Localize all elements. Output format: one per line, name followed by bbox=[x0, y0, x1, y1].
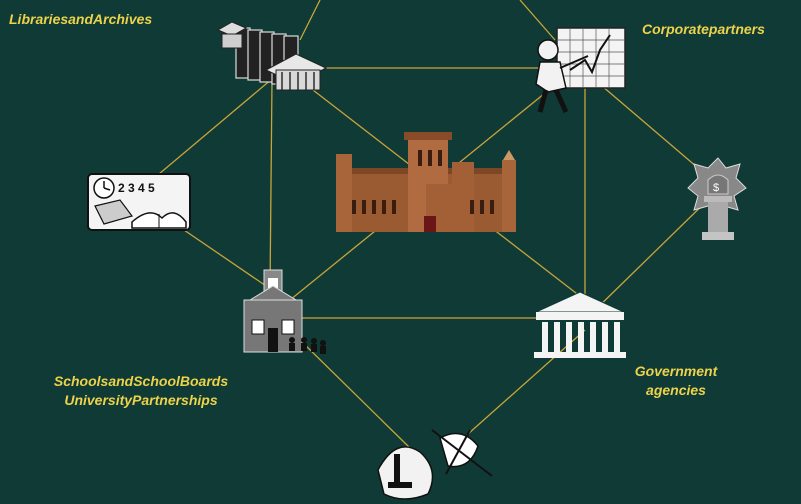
smithsonian-castle-icon bbox=[336, 132, 516, 232]
label-government-line2: agencies bbox=[646, 382, 706, 398]
connector-line bbox=[449, 329, 586, 451]
connector-line bbox=[519, 0, 556, 41]
connector-lines bbox=[139, 0, 719, 451]
svg-text:2 3 4 5: 2 3 4 5 bbox=[118, 181, 155, 195]
books-clock-numbers-icon: 2 3 4 5 bbox=[87, 173, 191, 231]
label-schools-line1: SchoolsandSchoolBoards bbox=[53, 373, 229, 389]
connector-line bbox=[299, 0, 321, 41]
label-corporate-partners: Corporatepartners bbox=[642, 21, 765, 37]
svg-text:$: $ bbox=[713, 182, 719, 194]
money-bag-column-icon: $ bbox=[687, 157, 747, 240]
label-government-line1: Government bbox=[634, 363, 718, 379]
connector-line bbox=[299, 339, 411, 449]
library-building-books-icon bbox=[216, 21, 328, 91]
connector-line bbox=[139, 67, 286, 191]
microscope-icon bbox=[377, 429, 493, 500]
schoolhouse-icon bbox=[243, 269, 326, 354]
label-schools: SchoolsandSchoolBoards UniversityPartner… bbox=[36, 372, 246, 410]
connector-line bbox=[269, 79, 273, 291]
label-government: Government agencies bbox=[616, 362, 736, 400]
label-libraries-archives: LibrariesandArchives bbox=[9, 11, 153, 27]
label-schools-line2: UniversityPartnerships bbox=[64, 392, 218, 408]
presenter-chart-icon bbox=[535, 27, 626, 114]
government-building-icon bbox=[534, 291, 626, 358]
connector-line bbox=[589, 189, 719, 316]
